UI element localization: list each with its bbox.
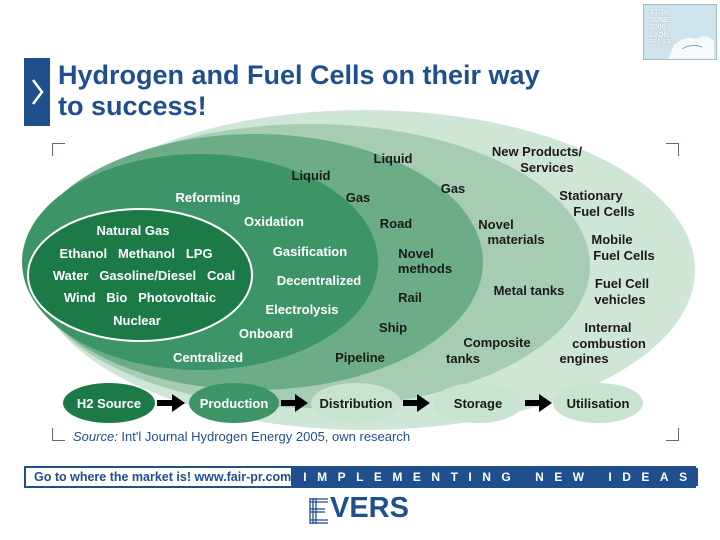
source-row-ethanol: Ethanol Methanol LPG <box>59 246 212 261</box>
page-title: Hydrogen and Fuel Cells on their way to … <box>58 60 540 122</box>
flow-utilisation-oval <box>553 383 643 423</box>
conference-logo: 13-16 JUNE 2006 LYON FRANCE <box>643 4 717 60</box>
title-line-1: Hydrogen and Fuel Cells on their way <box>58 60 540 90</box>
storage-gas: Gas <box>441 181 466 196</box>
chevron-right-icon <box>32 79 44 105</box>
production-electrolysis: Electrolysis <box>266 302 339 317</box>
evers-logo-icon <box>309 498 328 524</box>
distribution-rail: Rail <box>398 290 422 305</box>
banner-market-link[interactable]: Go to where the market is! www.fair-pr.c… <box>26 468 292 486</box>
utilisation-mobile-fuel-cells: Fuel Cells <box>593 248 654 263</box>
source-label: Source: <box>73 429 118 444</box>
production-onboard: Onboard <box>239 326 293 341</box>
title-line-2: to success! <box>58 91 207 121</box>
storage-novel: Novel <box>478 217 513 232</box>
utilisation-stationary-fuel-cells: Fuel Cells <box>573 204 634 219</box>
utilisation-fuel-cell: Fuel Cell <box>595 276 649 291</box>
distribution-pipeline: Pipeline <box>335 350 385 365</box>
storage-composite: Composite <box>463 335 530 350</box>
source-row-water: Water Gasoline/Diesel Coal <box>53 268 235 283</box>
distribution-methods: methods <box>398 261 452 276</box>
arrow-right-icon <box>281 394 308 412</box>
storage-liquid: Liquid <box>374 151 413 166</box>
utilisation-stationary: Stationary <box>559 188 623 203</box>
production-reforming: Reforming <box>176 190 241 205</box>
storage-materials: materials <box>487 232 544 247</box>
flow-production-label: Production <box>200 396 269 411</box>
banner-slogan: IMPLEMENTING NEW IDEAS <box>291 468 698 486</box>
source-natural-gas: Natural Gas <box>97 223 170 238</box>
footer-banner: Go to where the market is! www.fair-pr.c… <box>24 466 698 488</box>
utilisation-mobile: Mobile <box>591 232 632 247</box>
source-nuclear: Nuclear <box>113 313 161 328</box>
arrow-right-icon <box>157 394 185 412</box>
corner-bracket-br <box>666 428 679 441</box>
source-text: Int'l Journal Hydrogen Energy 2005, own … <box>117 429 411 444</box>
ellipse-h2-source <box>27 208 253 342</box>
corner-bracket-tr <box>666 143 679 156</box>
europe-map-icon <box>668 36 714 59</box>
flow-arrows <box>157 394 552 412</box>
production-oxidation: Oxidation <box>244 214 304 229</box>
production-centralized: Centralized <box>173 350 243 365</box>
utilisation-new-products: New Products/ <box>492 144 583 159</box>
flow-h2-source-label: H2 Source <box>77 396 141 411</box>
flow-storage-label: Storage <box>454 396 502 411</box>
flow-row: H2 Source Production Distribution Storag… <box>63 383 643 423</box>
flow-storage-oval <box>433 383 523 423</box>
utilisation-vehicles: vehicles <box>594 292 645 307</box>
distribution-gas: Gas <box>346 190 371 205</box>
utilisation-internal: Internal <box>585 320 632 335</box>
evers-logo-text: VERS <box>330 492 409 524</box>
production-gasification: Gasification <box>273 244 347 259</box>
storage-metal-tanks: Metal tanks <box>494 283 565 298</box>
source-note: Source: Int'l Journal Hydrogen Energy 20… <box>73 429 410 444</box>
production-decentralized: Decentralized <box>277 273 362 288</box>
utilisation-services: Services <box>520 160 574 175</box>
flow-production-oval <box>189 383 279 423</box>
arrow-right-icon <box>403 394 430 412</box>
flow-distribution-label: Distribution <box>320 396 393 411</box>
flow-h2-source-oval <box>63 383 155 423</box>
distribution-ship: Ship <box>379 320 407 335</box>
distribution-novel: Novel <box>398 246 433 261</box>
chevron-marker <box>24 58 50 126</box>
utilisation-engines: engines <box>559 351 608 366</box>
utilisation-combustion: combustion <box>572 336 646 351</box>
logo-date-text: 13-16 JUNE 2006 LYON FRANCE <box>650 9 671 45</box>
storage-tanks: tanks <box>446 351 480 366</box>
flow-distribution-oval <box>311 383 401 423</box>
corner-bracket-tl <box>52 143 65 156</box>
flow-utilisation-label: Utilisation <box>567 396 630 411</box>
distribution-liquid: Liquid <box>292 168 331 183</box>
source-row-wind: Wind Bio Photovoltaic <box>64 290 216 305</box>
distribution-road: Road <box>380 216 413 231</box>
arrow-right-icon <box>525 394 552 412</box>
corner-bracket-bl <box>52 428 65 441</box>
